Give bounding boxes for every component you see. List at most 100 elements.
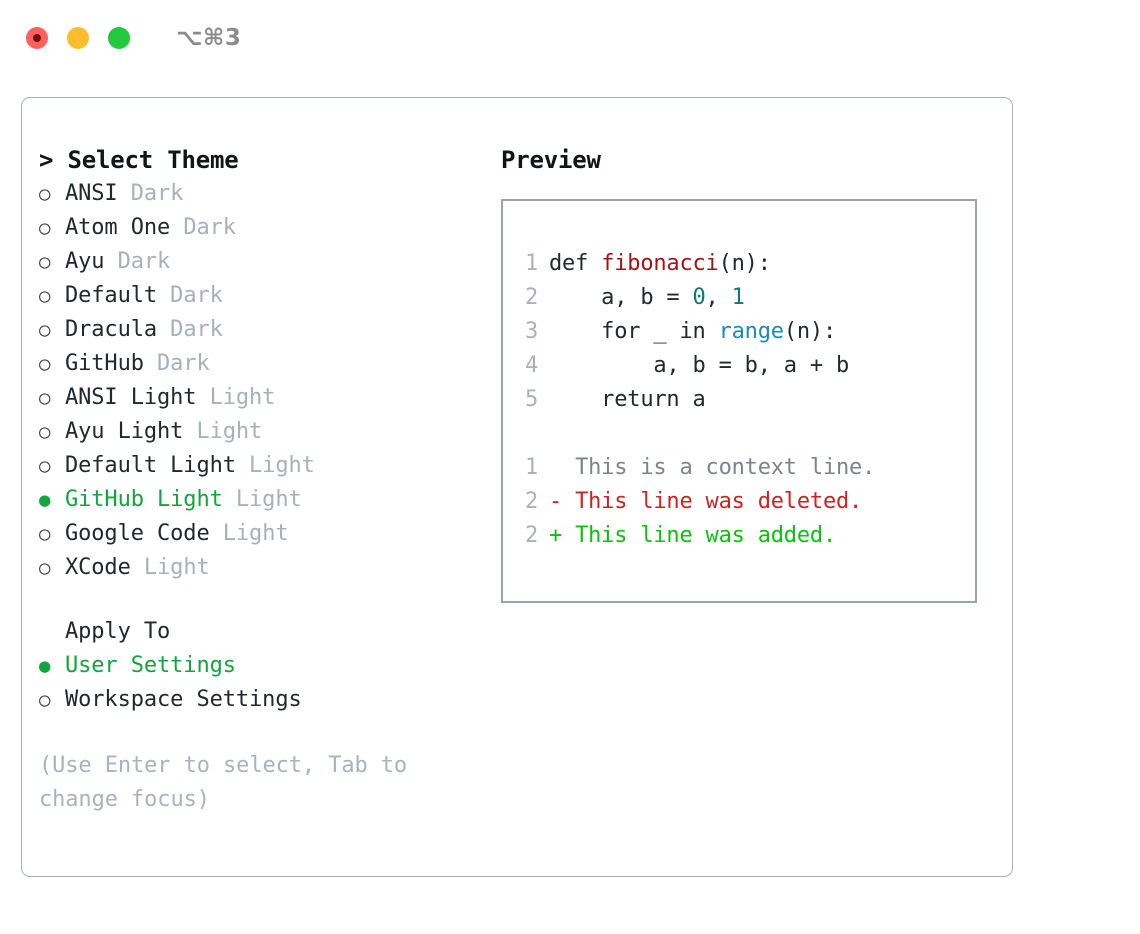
radio-unselected-icon[interactable]: ○: [39, 217, 51, 239]
code-line-number: 2: [524, 285, 538, 310]
radio-selected-icon[interactable]: ●: [39, 655, 51, 677]
code-token-plain: a, b = b, a + b: [549, 353, 850, 378]
theme-variant-badge: Light: [130, 555, 210, 580]
theme-option-github[interactable]: ○GitHub Dark: [39, 347, 479, 381]
code-token-plain: (n):: [783, 319, 837, 344]
spacer: [514, 417, 969, 451]
theme-variant-badge: Dark: [157, 317, 223, 342]
theme-variant-badge: Light: [196, 385, 276, 410]
code-line-number: 3: [524, 319, 538, 344]
theme-option-github-light[interactable]: ● GitHub Light Light: [39, 483, 479, 517]
radio-unselected-icon[interactable]: ○: [39, 455, 51, 477]
preview-title: Preview: [501, 146, 601, 174]
theme-option-ayu[interactable]: ○Ayu Dark: [39, 245, 479, 279]
theme-option-google-code[interactable]: ○ Google Code Light: [39, 517, 479, 551]
theme-option-list[interactable]: ○ANSI Dark○Atom One Dark○Ayu Dark○Defaul…: [39, 177, 479, 585]
theme-variant-badge: Dark: [117, 181, 184, 206]
theme-option-default-light[interactable]: ○Default Light Light: [39, 449, 479, 483]
theme-option-ansi[interactable]: ○ ANSI Dark: [39, 177, 479, 211]
radio-unselected-icon[interactable]: ○: [39, 251, 51, 273]
code-line-text: def fibonacci(n):: [549, 247, 771, 281]
theme-variant-badge: Dark: [104, 249, 171, 274]
code-line-number: 4: [524, 353, 538, 378]
theme-option-name: Ayu Light: [65, 419, 184, 444]
code-line: 5 return a: [514, 383, 969, 417]
diff-line-text: This is a context line.: [549, 455, 876, 480]
code-token-num: 0: [692, 285, 706, 310]
apply-to-option-workspace-settings[interactable]: ○Workspace Settings: [39, 683, 479, 717]
traffic-light-controls: [26, 27, 130, 49]
theme-option-ayu-light[interactable]: ○ Ayu Light Light: [39, 415, 479, 449]
theme-option-name: ANSI Light: [65, 385, 197, 410]
title-bar: ⌥⌘3: [0, 0, 1140, 76]
maximize-window-button[interactable]: [108, 27, 130, 49]
theme-option-name: Default Light: [65, 453, 236, 478]
diff-line-text: + This line was added.: [549, 523, 836, 548]
theme-variant-badge: Light: [183, 419, 263, 444]
minimize-window-button[interactable]: [67, 27, 89, 49]
theme-option-name: Default: [65, 283, 158, 308]
code-line: 3 for _ in range(n):: [514, 315, 969, 349]
diff-line-number: 1: [524, 455, 538, 480]
main-panel: > Select Theme ○ANSI Dark○Atom One Dark○…: [21, 97, 1013, 877]
code-token-call: range: [718, 319, 784, 344]
code-token-plain: (n):: [718, 251, 771, 276]
radio-unselected-icon[interactable]: ○: [39, 523, 51, 545]
theme-option-name: ANSI: [65, 181, 118, 206]
theme-option-name: Dracula: [65, 317, 158, 342]
spacer: [39, 585, 479, 615]
code-line-number: 5: [524, 387, 538, 412]
radio-unselected-icon[interactable]: ○: [39, 319, 51, 341]
radio-unselected-icon[interactable]: ○: [39, 689, 51, 711]
close-window-button[interactable]: [26, 27, 48, 49]
theme-variant-badge: Light: [209, 521, 289, 546]
theme-option-xcode[interactable]: ○ XCode Light: [39, 551, 479, 585]
theme-option-ansi-light[interactable]: ○ ANSI Light Light: [39, 381, 479, 415]
diff-line-del: 2 - This line was deleted.: [514, 485, 969, 519]
theme-option-default[interactable]: ○Default Dark: [39, 279, 479, 313]
code-line: 4 a, b = b, a + b: [514, 349, 969, 383]
apply-to-header: Apply To: [65, 619, 171, 644]
code-token-fn: fibonacci: [601, 251, 719, 276]
radio-unselected-icon[interactable]: ○: [39, 353, 51, 375]
diff-line-add: 2+ This line was added.: [514, 519, 969, 553]
radio-unselected-icon[interactable]: ○: [39, 421, 51, 443]
diff-line-ctx: 1 This is a context line.: [514, 451, 969, 485]
code-token-plain: a, b =: [549, 285, 693, 310]
code-line-number: 1: [524, 251, 538, 276]
theme-variant-badge: Dark: [170, 215, 236, 240]
code-token-num: 1: [731, 285, 745, 310]
apply-to-option-label: User Settings: [65, 653, 236, 678]
theme-option-name: GitHub Light: [65, 487, 223, 512]
radio-selected-icon[interactable]: ●: [39, 489, 51, 511]
code-line-text: a, b = b, a + b: [549, 349, 849, 383]
theme-option-atom-one[interactable]: ○ Atom One Dark: [39, 211, 479, 245]
code-token-plain: return a: [549, 387, 706, 412]
apply-to-option-list[interactable]: ● User Settings ○Workspace Settings: [39, 649, 479, 717]
theme-variant-badge: Light: [222, 487, 302, 512]
radio-unselected-icon[interactable]: ○: [39, 387, 51, 409]
theme-option-name: Atom One: [65, 215, 171, 240]
radio-unselected-icon[interactable]: ○: [39, 183, 51, 205]
radio-unselected-icon[interactable]: ○: [39, 557, 51, 579]
code-line-text: for _ in range(n):: [549, 315, 836, 349]
code-token-plain: def: [549, 251, 602, 276]
theme-option-name: Google Code: [65, 521, 210, 546]
radio-unselected-icon[interactable]: ○: [39, 285, 51, 307]
code-token-plain: for _ in: [549, 319, 719, 344]
spacer: [39, 717, 479, 749]
apply-to-option-user-settings[interactable]: ● User Settings: [39, 649, 479, 683]
diff-sample-block: 1 This is a context line. 2 - This line wa…: [514, 451, 969, 553]
theme-option-name: XCode: [65, 555, 131, 580]
code-token-plain: ,: [705, 285, 732, 310]
diff-line-number: 2: [524, 489, 538, 514]
theme-variant-badge: Dark: [143, 351, 210, 376]
diff-line-text: - This line was deleted.: [549, 489, 863, 514]
keyboard-hint-text: (Use Enter to select, Tab to change focu…: [39, 753, 408, 812]
theme-option-dracula[interactable]: ○ Dracula Dark: [39, 313, 479, 347]
theme-selection-column: > Select Theme ○ANSI Dark○Atom One Dark○…: [39, 143, 479, 817]
